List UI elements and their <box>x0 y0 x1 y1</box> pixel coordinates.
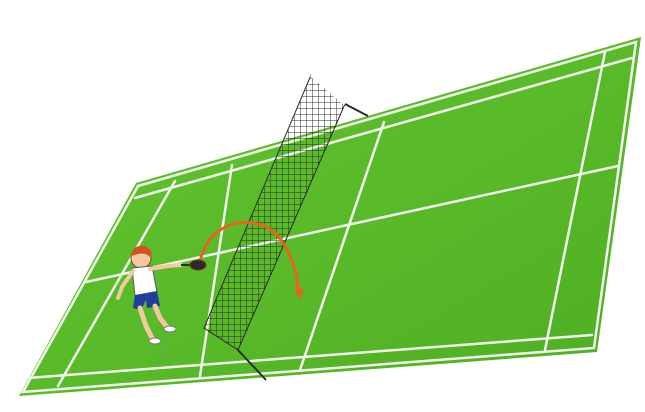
racket-head <box>190 260 206 270</box>
player-shirt <box>132 266 157 296</box>
net-post-far <box>345 104 368 116</box>
player-shoe-left <box>149 338 161 344</box>
player-shoe-right <box>164 326 176 332</box>
